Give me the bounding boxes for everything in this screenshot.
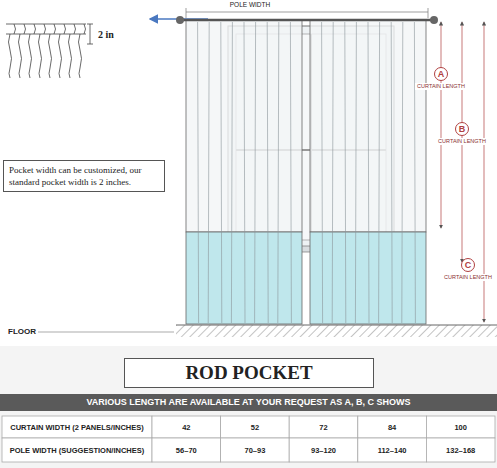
table-ground xyxy=(0,346,497,468)
table-cell: CURTAIN WIDTH (2 PANELS/INCHES) xyxy=(8,423,145,432)
floor-label: FLOOR xyxy=(6,327,38,336)
callout-circle: B xyxy=(455,122,469,136)
callout-letter: C xyxy=(465,260,472,270)
table-cell: 112–140 xyxy=(376,446,409,455)
table-cell: 100 xyxy=(452,423,469,432)
size-table-grid xyxy=(2,416,495,462)
table-cell: POLE WIDTH (SUGGESTION/INCHES) xyxy=(8,446,147,455)
dimension-label: POLE WIDTH xyxy=(228,1,272,8)
banner-bar: VARIOUS LENGTH ARE AVAILABLE AT YOUR REQ… xyxy=(0,394,497,411)
callout-letter: A xyxy=(438,69,445,79)
table-cell: 52 xyxy=(249,423,261,432)
title-box: ROD POCKET xyxy=(124,358,374,388)
length-callout: B CURTAIN LENGTH xyxy=(436,122,488,145)
length-callout: A CURTAIN LENGTH xyxy=(415,67,467,90)
length-caption: CURTAIN LENGTH xyxy=(442,274,494,281)
table-cell: 56–70 xyxy=(174,446,199,455)
curtain-panels xyxy=(186,20,426,324)
pocket-dimension: 2 in xyxy=(96,29,116,40)
length-callout: C CURTAIN LENGTH xyxy=(442,258,494,281)
table-cell: 42 xyxy=(180,423,192,432)
curtain-rod xyxy=(176,16,438,24)
dimension-line xyxy=(186,12,428,13)
box-text: ROD POCKET xyxy=(129,362,369,384)
table-cell: 132–168 xyxy=(444,446,477,455)
floor xyxy=(38,325,497,337)
box-text: VARIOUS LENGTH ARE AVAILABLE AT YOUR REQ… xyxy=(4,397,493,408)
length-caption: CURTAIN LENGTH xyxy=(436,138,488,145)
table-cell: 84 xyxy=(386,423,398,432)
length-caption: CURTAIN LENGTH xyxy=(415,83,467,90)
table-cell: 72 xyxy=(317,423,329,432)
callout-circle: C xyxy=(461,258,475,272)
callout-letter: B xyxy=(459,124,466,134)
callout-circle: A xyxy=(434,67,448,81)
box-text: Pocket width can be customized, our stan… xyxy=(9,164,159,188)
table-cell: 93–120 xyxy=(309,446,338,455)
table-cell: 70–93 xyxy=(242,446,267,455)
note-box: Pocket width can be customized, our stan… xyxy=(3,160,165,192)
pocket-inset xyxy=(6,24,93,78)
